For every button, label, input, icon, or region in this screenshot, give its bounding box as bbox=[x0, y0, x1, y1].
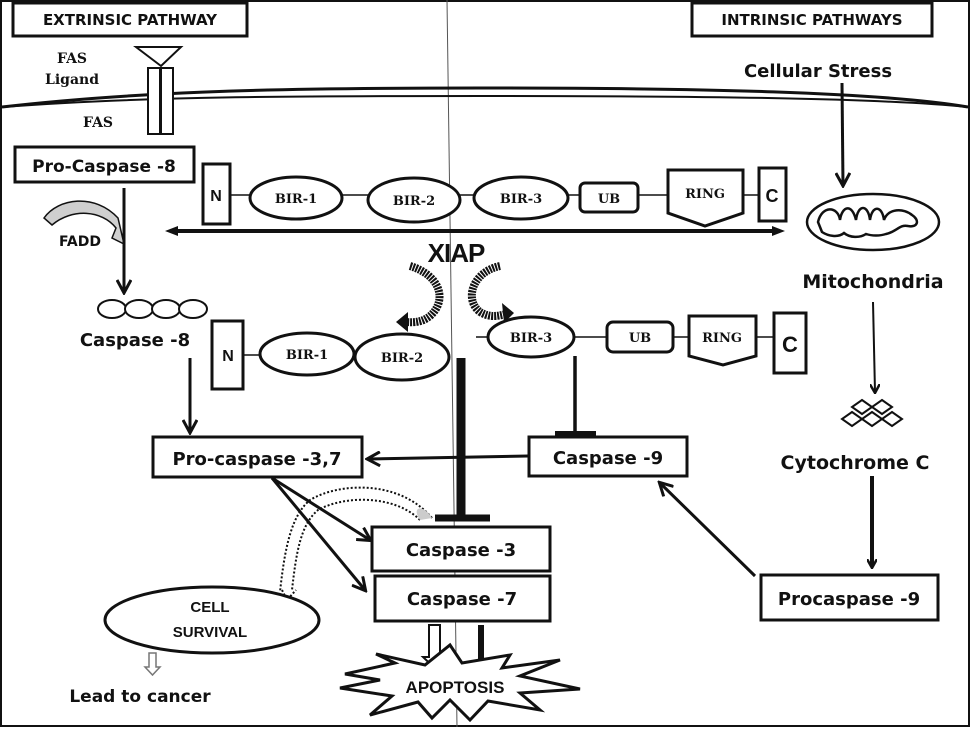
svg-text:UB: UB bbox=[598, 192, 620, 207]
caspase-3-node: Caspase -3 bbox=[370, 525, 552, 573]
xiap-domain-ring: RING bbox=[666, 168, 745, 228]
svg-text:BIR-2: BIR-2 bbox=[381, 351, 423, 366]
caspase-7-label: Caspase -7 bbox=[407, 589, 517, 610]
fragment-domain-n: N bbox=[210, 319, 245, 391]
svg-text:C: C bbox=[782, 332, 798, 357]
pro-caspase-3-7-node: Pro-caspase -3,7 bbox=[151, 435, 364, 479]
caspase-7-node: Caspase -7 bbox=[373, 574, 552, 623]
svg-text:BIR-1: BIR-1 bbox=[286, 348, 328, 363]
xiap-fragment-right: BIR-3 UB RING C bbox=[476, 311, 808, 375]
fas-receptor-icon bbox=[133, 46, 184, 135]
fadd-label: FADD bbox=[59, 234, 101, 250]
arrow-mitochondria-to-cytochrome bbox=[873, 301, 875, 392]
procaspase-9-node: Procaspase -9 bbox=[759, 573, 940, 622]
cytochrome-c-icon bbox=[840, 398, 904, 428]
fas-ligand-label-line1: FAS bbox=[57, 51, 87, 67]
caspase-3-label: Caspase -3 bbox=[406, 540, 516, 561]
cell-survival-label-line1: CELL bbox=[190, 599, 229, 616]
mitochondria-label: Mitochondria bbox=[802, 271, 943, 293]
dotted-feedback-arrow bbox=[279, 486, 433, 602]
cellular-stress-label: Cellular Stress bbox=[744, 61, 892, 82]
svg-text:RING: RING bbox=[702, 331, 742, 346]
xiap-cleavage-arrows-icon bbox=[396, 262, 514, 332]
xiap-domain-bir2: BIR-2 bbox=[366, 176, 462, 224]
svg-text:BIR-3: BIR-3 bbox=[500, 192, 542, 207]
fadd-curved-arrow-icon bbox=[42, 200, 126, 246]
inhibition-bir2-to-caspase3 bbox=[435, 358, 490, 522]
xiap-full-protein: N BIR-1 BIR-2 BIR-3 UB RING C bbox=[201, 162, 788, 228]
extrinsic-pathway-label: EXTRINSIC PATHWAY bbox=[43, 11, 218, 29]
caspase-8-label: Caspase -8 bbox=[80, 330, 190, 351]
pro-caspase-3-7-label: Pro-caspase -3,7 bbox=[172, 449, 341, 470]
lead-to-cancer-label: Lead to cancer bbox=[69, 687, 211, 707]
xiap-domain-c: C bbox=[757, 166, 788, 223]
svg-text:N: N bbox=[222, 348, 234, 365]
svg-text:C: C bbox=[766, 186, 779, 206]
arrow-procaspase37-to-caspase7 bbox=[270, 477, 365, 590]
fas-ligand-label-line2: Ligand bbox=[45, 72, 99, 88]
fragment-domain-ring: RING bbox=[687, 314, 758, 367]
xiap-domain-n: N bbox=[201, 162, 232, 226]
svg-text:BIR-3: BIR-3 bbox=[510, 331, 552, 346]
procaspase-9-label: Procaspase -9 bbox=[778, 589, 920, 610]
svg-text:BIR-2: BIR-2 bbox=[393, 194, 435, 209]
intrinsic-pathways-label: INTRINSIC PATHWAYS bbox=[721, 11, 902, 29]
xiap-domain-bir1: BIR-1 bbox=[248, 175, 344, 221]
svg-text:RING: RING bbox=[685, 187, 725, 202]
cell-survival-label-line2: SURVIVAL bbox=[173, 624, 247, 641]
intrinsic-pathways-header: INTRINSIC PATHWAYS bbox=[690, 1, 934, 38]
apoptosis-starburst: APOPTOSIS bbox=[339, 642, 581, 723]
xiap-span-arrow bbox=[165, 226, 785, 236]
fas-label: FAS bbox=[83, 115, 113, 131]
fragment-domain-ub: UB bbox=[605, 320, 675, 354]
fragment-domain-c: C bbox=[772, 311, 808, 375]
apoptosis-label: APOPTOSIS bbox=[406, 678, 505, 697]
hollow-arrow-to-cancer bbox=[143, 652, 162, 677]
fragment-domain-bir1: BIR-1 bbox=[258, 331, 356, 377]
arrow-stress-to-mitochondria bbox=[842, 82, 843, 185]
extrinsic-pathway-header: EXTRINSIC PATHWAY bbox=[11, 1, 249, 38]
fragment-domain-bir2: BIR-2 bbox=[353, 332, 451, 382]
inhibition-bir3-to-caspase9 bbox=[555, 356, 596, 437]
cell-membrane bbox=[1, 86, 969, 109]
svg-text:N: N bbox=[210, 188, 222, 205]
arrow-procaspase9-to-caspase9 bbox=[660, 483, 757, 578]
cytochrome-c-label: Cytochrome C bbox=[781, 452, 930, 474]
cell-survival-node: CELL SURVIVAL bbox=[103, 585, 321, 655]
mitochondria-icon bbox=[805, 192, 941, 252]
caspase-9-node: Caspase -9 bbox=[527, 435, 689, 478]
caspase-8-oligomer-icon bbox=[97, 299, 208, 319]
xiap-domain-ub: UB bbox=[578, 181, 640, 214]
arrow-caspase9-to-procaspase37 bbox=[368, 456, 529, 459]
xiap-title: XIAP bbox=[428, 238, 485, 268]
pro-caspase-8-label: Pro-Caspase -8 bbox=[32, 157, 176, 177]
fragment-domain-bir3: BIR-3 bbox=[486, 315, 576, 359]
xiap-domain-bir3: BIR-3 bbox=[472, 175, 570, 221]
pro-caspase-8-node: Pro-Caspase -8 bbox=[13, 145, 196, 184]
caspase-9-label: Caspase -9 bbox=[553, 448, 663, 469]
svg-text:UB: UB bbox=[629, 331, 651, 346]
xiap-fragment-left: N BIR-1 BIR-2 bbox=[210, 319, 451, 391]
svg-text:BIR-1: BIR-1 bbox=[275, 192, 317, 207]
